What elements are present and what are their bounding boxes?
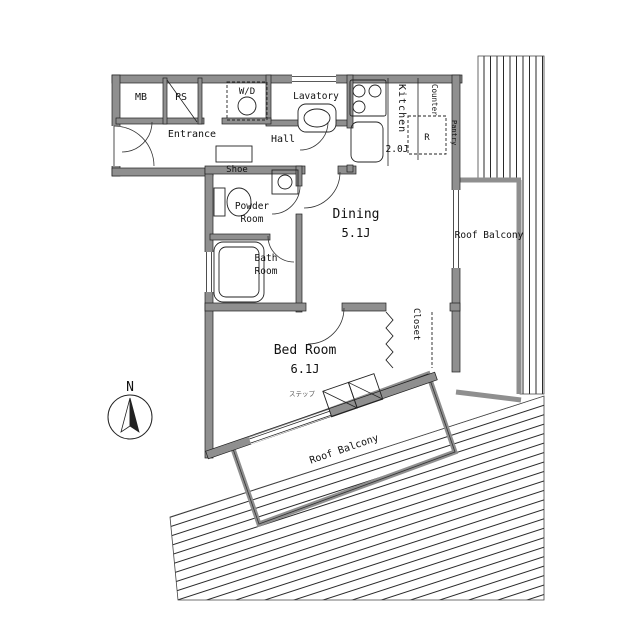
label-lavatory: Lavatory [293, 91, 339, 102]
wall-mb-ps-divider [162, 77, 168, 125]
label-dining-size: 5.1J [342, 226, 371, 240]
mb-door-arc [121, 121, 153, 153]
north-compass: N [107, 380, 153, 440]
label-kitchen-size: 2.0J [386, 144, 409, 155]
wall-mb-ps-bottom [115, 117, 205, 125]
wall-ps-right [197, 77, 203, 125]
label-powder-2: Room [241, 214, 264, 225]
bathtub-outer [213, 241, 265, 303]
powder-sink-basin [277, 174, 293, 190]
compass-needle-dark [129, 397, 140, 433]
wall-mid-horizontal-a [204, 165, 306, 175]
window-lavatory-top [292, 74, 336, 84]
wall-hall-kitchen-stub [346, 164, 354, 173]
washer-drum [237, 96, 257, 116]
balcony-right-bottom-rail [455, 389, 522, 403]
powder-door-arc [271, 185, 301, 215]
wall-powder-dining-upper [295, 165, 303, 187]
exterior-hatching [169, 55, 545, 601]
stove-burner-2 [368, 84, 382, 98]
wall-bedroom-top-b [341, 302, 387, 312]
label-wd: W/D [239, 87, 255, 97]
toilet-bowl [226, 187, 252, 217]
window-bath-west [204, 252, 214, 292]
wall-under-wd [221, 117, 272, 125]
windows [111, 74, 461, 445]
balcony-step [322, 373, 384, 418]
label-ps: PS [175, 92, 187, 103]
ps-diagonal [166, 79, 198, 123]
entrance-door-arc [113, 125, 155, 167]
powder-sink [271, 169, 299, 195]
wall-bedroom-top-c [449, 302, 461, 312]
fixtures [166, 78, 447, 418]
label-north: N [126, 380, 134, 395]
label-mb: MB [135, 92, 147, 103]
roof-balcony-right-area [456, 180, 522, 392]
label-pantry: Pantry [450, 120, 458, 145]
stove-unit [349, 79, 387, 117]
roof-balcony-right-rails [455, 177, 522, 403]
refrigerator-box [407, 115, 447, 155]
wall-powder-bath-divider [209, 233, 271, 241]
stove-burner-3 [352, 100, 366, 114]
toilet-tank [213, 187, 226, 217]
bath-door-arc [267, 235, 295, 263]
hall-dining-door-arc [303, 171, 341, 209]
label-bedroom: Bed Room [274, 343, 337, 358]
door-arcs [113, 121, 345, 345]
washer-dryer-box [226, 81, 268, 121]
label-dining: Dining [333, 207, 380, 222]
lavatory-door-arc [299, 121, 329, 151]
label-bath-2: Room [255, 266, 278, 277]
hatch-bottom [169, 395, 545, 601]
closet-accordion-door [385, 311, 394, 369]
entrance-door-opening [111, 126, 121, 166]
label-roof-balcony-right: Roof Balcony [455, 230, 524, 241]
lavatory-vanity [297, 103, 337, 133]
label-hall: Hall [271, 134, 295, 145]
window-dining-east [451, 190, 461, 268]
bedroom-door-arc [307, 307, 345, 345]
wall-left-lower [204, 167, 214, 459]
label-refrigerator: R [424, 133, 430, 143]
label-bedroom-size: 6.1J [291, 362, 320, 376]
window-bedroom-tilted [248, 409, 332, 445]
stove-burner-1 [352, 84, 366, 98]
label-shoe: Shoe [226, 165, 248, 175]
kitchen-sink [350, 121, 384, 163]
label-powder-1: Powder [235, 201, 270, 212]
wall-under-entrance [111, 167, 214, 177]
label-closet: Closet [411, 308, 421, 341]
shoe-cabinet [215, 145, 253, 163]
wall-bedroom-top-a [204, 302, 307, 312]
label-bath-1: Bath [255, 253, 278, 264]
label-step-note: ステップ [289, 390, 316, 398]
wall-powder-dining-lower [295, 213, 303, 313]
label-counter: Counter [430, 84, 439, 116]
lavatory-basin [303, 108, 331, 128]
bathtub-inner [218, 246, 260, 298]
label-kitchen: Kitchen [396, 84, 407, 133]
label-entrance: Entrance [168, 129, 216, 140]
